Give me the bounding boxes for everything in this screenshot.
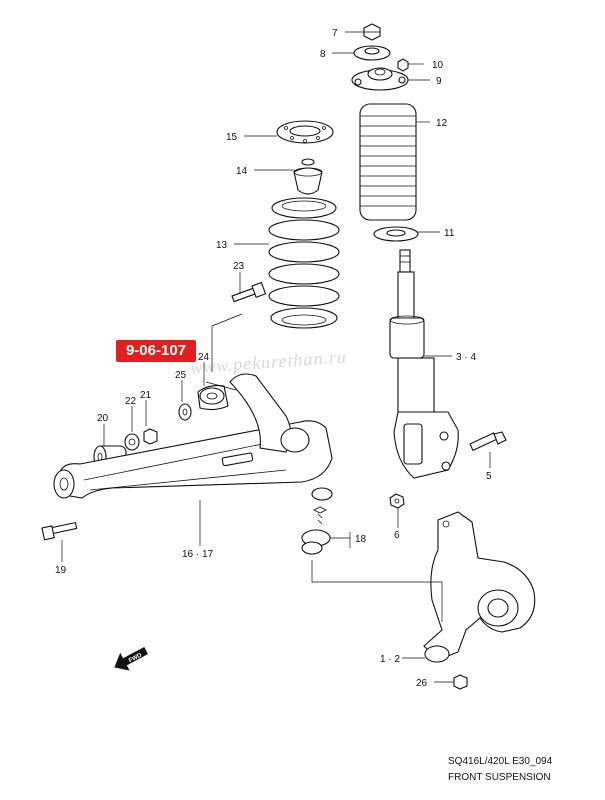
diagram-title: FRONT SUSPENSION [448, 772, 551, 783]
callout-15: 15 [226, 132, 238, 143]
callout-19: 19 [55, 565, 67, 576]
strut-mount[interactable] [351, 67, 409, 91]
strut-nut-lower[interactable] [389, 493, 405, 509]
callout-7: 7 [332, 28, 338, 39]
callout-11: 11 [444, 228, 455, 239]
mount-nut[interactable] [397, 58, 409, 72]
callout-12: 12 [436, 118, 448, 129]
callout-26: 26 [416, 678, 428, 689]
spring-lower-seat[interactable] [373, 226, 419, 242]
washer-25[interactable] [178, 403, 192, 421]
strut-bolt[interactable] [469, 431, 507, 452]
ball-joint-boot[interactable] [301, 506, 331, 555]
callout-13: 13 [216, 240, 228, 251]
rear-bushing[interactable] [197, 385, 229, 411]
strut-nut[interactable] [363, 23, 381, 41]
callout-6: 6 [394, 530, 400, 541]
reference-badge-link[interactable]: 9-06-107 [116, 340, 196, 362]
strut-assembly[interactable] [389, 249, 459, 479]
arm-bolt-23[interactable] [231, 281, 267, 303]
dust-boot[interactable] [359, 103, 417, 221]
callout-8: 8 [320, 49, 326, 60]
callout-25: 25 [175, 370, 187, 381]
callout-21: 21 [140, 390, 152, 401]
callout-16-17: 16 · 17 [182, 549, 214, 560]
callout-5: 5 [486, 471, 492, 482]
callout-24: 24 [198, 352, 210, 363]
washer-plate[interactable] [353, 45, 391, 61]
callout-1-2: 1 · 2 [380, 654, 400, 665]
nut-21[interactable] [143, 428, 158, 445]
bump-stopper[interactable] [293, 158, 323, 195]
arm-bolt-19[interactable] [41, 521, 78, 541]
spring-upper-seat[interactable] [276, 120, 334, 144]
model-code: SQ416L/420L E30_094 [448, 756, 553, 767]
callout-23: 23 [233, 261, 245, 272]
callout-22: 22 [125, 396, 137, 407]
knuckle-nut[interactable] [453, 674, 468, 690]
leader-lines [61, 31, 491, 683]
coil-spring[interactable] [268, 197, 340, 329]
callout-20: 20 [97, 413, 109, 424]
callout-14: 14 [236, 166, 248, 177]
callout-3-4: 3 · 4 [456, 352, 476, 363]
callout-9: 9 [436, 76, 442, 87]
callout-labels: 7 8 10 9 12 15 14 11 13 23 24 25 3 · 4 2… [55, 28, 492, 689]
callout-10: 10 [432, 60, 444, 71]
washer-22[interactable] [124, 433, 140, 451]
lower-control-arm[interactable] [53, 373, 333, 501]
steering-knuckle[interactable] [423, 511, 536, 663]
callout-18: 18 [355, 534, 367, 545]
forward-arrow-icon: FWD [114, 646, 149, 671]
